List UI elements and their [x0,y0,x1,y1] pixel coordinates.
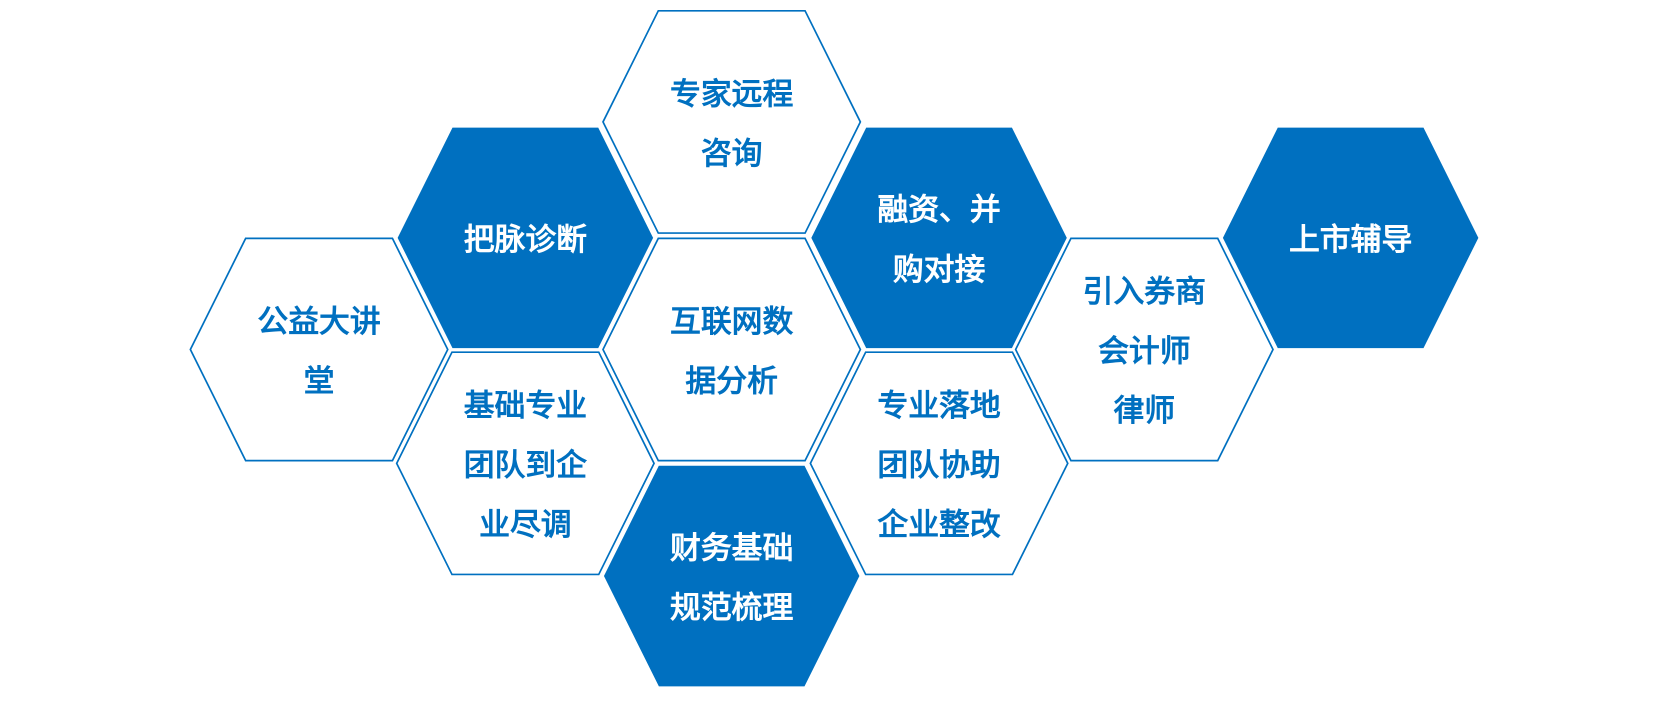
hexagon-label: 互联网数 [670,304,793,340]
hexagon-label: 基础专业 [464,388,587,424]
hexagon-shape [395,125,655,350]
hexagon-label: 购对接 [893,252,986,288]
hexagon-label: 团队到企 [464,447,587,483]
hexagon-label: 堂 [304,363,335,399]
hexagon-label: 企业整改 [877,507,1000,543]
hexagon-shape [395,351,655,576]
hexagon-label: 规范梳理 [670,590,793,626]
hexagon-label: 把脉诊断 [464,222,587,258]
hexagon-label: 会计师 [1098,334,1191,370]
hexagon-label: 据分析 [685,363,778,399]
hexagon-label: 上市辅导 [1289,222,1412,258]
hexagon-shape [1221,125,1481,350]
hexagon-shape [602,464,862,689]
hexagon-shape [602,237,862,462]
hexagon-label: 融资、并 [877,192,1000,228]
hexagon-shape [189,237,449,462]
hexagon-shape [602,9,862,234]
hexagon-label: 公益大讲 [257,304,380,340]
hexagon-shape [809,351,1069,576]
hexagon-label: 引入券商 [1083,274,1206,310]
hexagon-label: 咨询 [701,136,763,172]
hexagon-diagnosis: 把脉诊断 [395,125,655,350]
hexagon-shape [809,125,1069,350]
hexagon-label: 律师 [1113,393,1175,429]
hexagon-label: 专业落地 [877,388,1000,424]
hexagon-label: 团队协助 [877,447,1000,483]
hexagon-label: 专家远程 [670,76,793,112]
hexagon-shape [1014,237,1274,462]
hexagon-ipo-guidance: 上市辅导 [1221,125,1481,350]
hexagon-label: 财务基础 [670,530,793,566]
hexagon-label: 业尽调 [479,507,572,543]
